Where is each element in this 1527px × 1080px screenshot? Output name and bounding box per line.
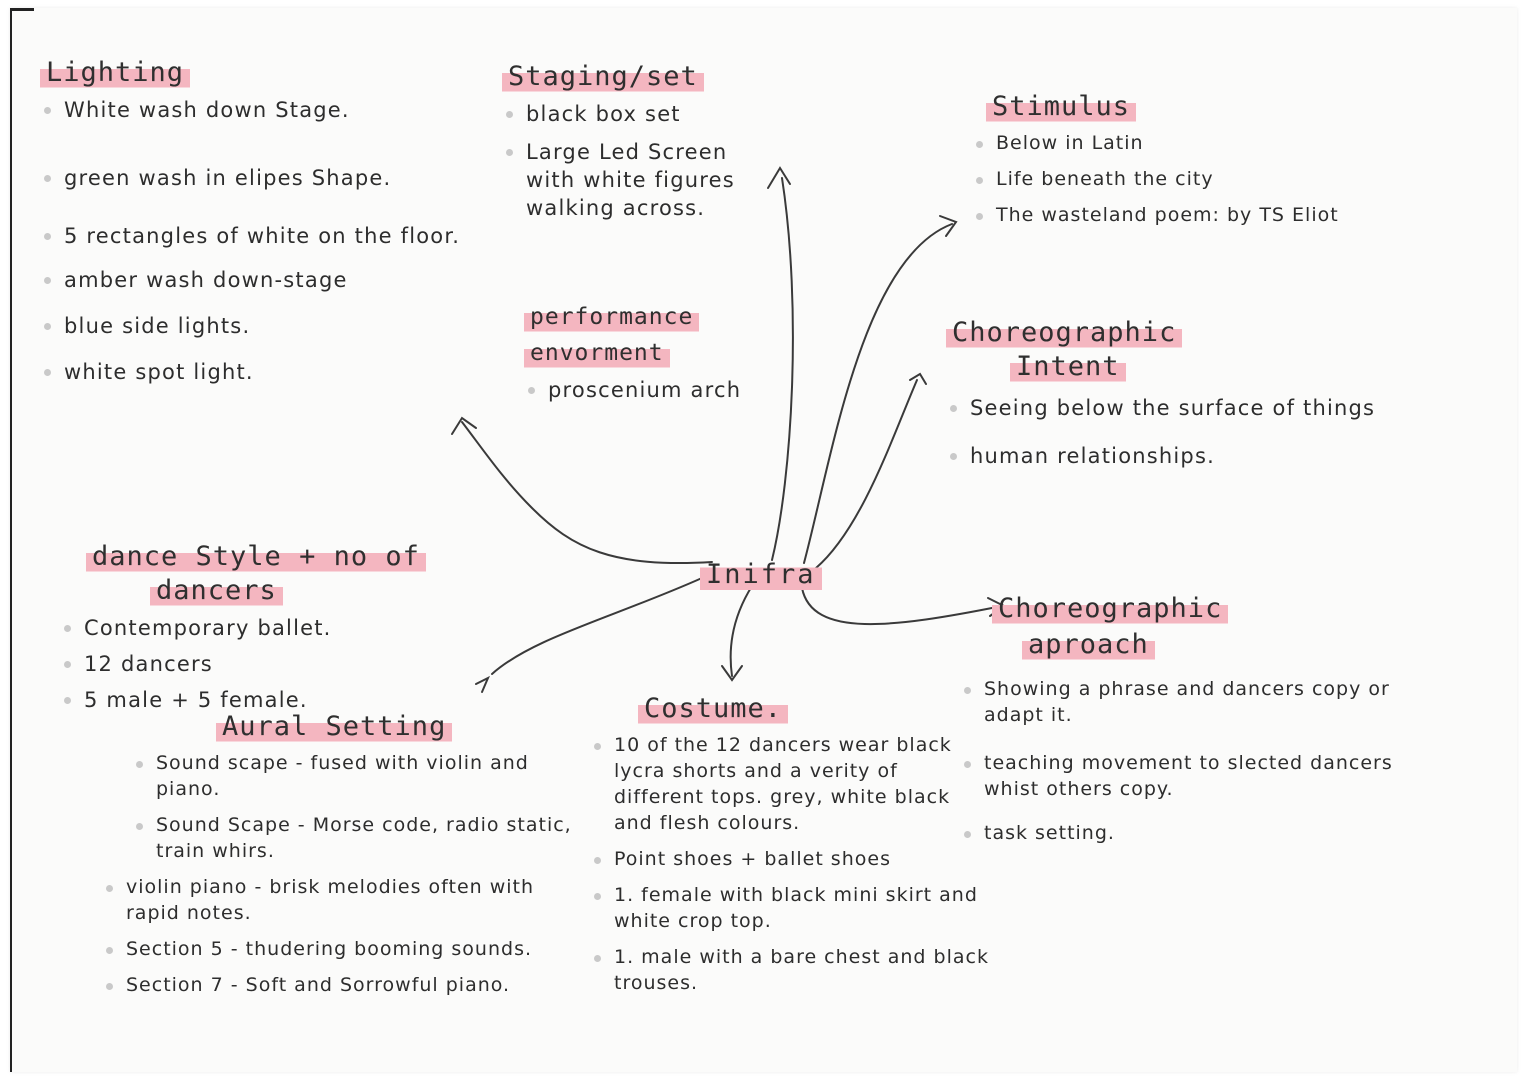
lighting-list: White wash down Stage. green wash in eli… — [40, 96, 490, 386]
costume-list: 10 of the 12 dancers wear black lycra sh… — [590, 732, 990, 996]
arrowhead-staging — [767, 166, 791, 189]
center-node: Inifra — [700, 556, 822, 594]
list-item: 5 rectangles of white on the floor. — [40, 222, 490, 250]
approach-list: Showing a phrase and dancers copy or ada… — [960, 676, 1430, 846]
dance-style-heading-line2: dancers — [150, 574, 283, 608]
mind-map-arrows — [451, 166, 1006, 693]
intent-heading: Choreographic — [946, 316, 1183, 350]
arrowhead-dance-style — [475, 675, 490, 693]
dance-style-list: Contemporary ballet. 12 dancers 5 male +… — [60, 614, 486, 714]
lighting-section: Lighting White wash down Stage. green wa… — [40, 56, 490, 402]
arrowhead-intent — [909, 372, 927, 385]
dance-style-section: dance Style + no of dancers Contemporary… — [64, 540, 486, 722]
approach-heading-line2: aproach — [1022, 628, 1155, 662]
list-item: Sound Scape - Morse code, radio static, … — [132, 812, 582, 864]
list-item: Life beneath the city — [972, 166, 1412, 192]
list-item: Showing a phrase and dancers copy or ada… — [960, 676, 1430, 728]
intent-heading-line2: Intent — [1010, 350, 1126, 384]
arrow-to-dance-style — [491, 577, 703, 675]
list-item: Section 5 - thudering booming sounds. — [102, 936, 582, 962]
performance-section: performance envorment proscenium arch — [524, 300, 794, 420]
arrow-to-stimulus — [803, 223, 953, 564]
list-item: Below in Latin — [972, 130, 1412, 156]
costume-heading: Costume. — [638, 692, 789, 726]
dance-style-heading: dance Style + no of — [86, 540, 426, 574]
aural-section: Aural Setting Sound scape - fused with v… — [102, 710, 582, 1008]
intent-list: Seeing below the surface of things human… — [946, 394, 1416, 470]
performance-list: proscenium arch — [524, 376, 794, 404]
list-item: proscenium arch — [524, 376, 794, 404]
list-item: blue side lights. — [40, 312, 490, 340]
staging-section: Staging/set black box set Large Led Scre… — [502, 60, 772, 238]
list-item: 5 male + 5 female. — [60, 686, 486, 714]
costume-section: Costume. 10 of the 12 dancers wear black… — [590, 692, 990, 1006]
aural-list: Sound scape - fused with violin and pian… — [102, 750, 582, 998]
arrow-to-lighting — [461, 421, 713, 565]
arrowhead-stimulus — [939, 215, 958, 237]
lighting-heading: Lighting — [40, 56, 191, 90]
list-item: white spot light. — [40, 358, 490, 386]
list-item: amber wash down-stage — [40, 266, 490, 294]
list-item: task setting. — [960, 820, 1430, 846]
list-item: Section 7 - Soft and Sorrowful piano. — [102, 972, 582, 998]
list-item: human relationships. — [946, 442, 1416, 470]
approach-heading: Choreographic — [992, 592, 1229, 626]
list-item: teaching movement to slected dancers whi… — [960, 750, 1430, 802]
page-corner-mark — [12, 8, 34, 11]
list-item: Point shoes + ballet shoes — [590, 846, 990, 872]
stimulus-section: Stimulus Below in Latin Life beneath the… — [972, 90, 1412, 238]
arrow-to-intent — [815, 379, 918, 569]
staging-list: black box set Large Led Screen with whit… — [502, 100, 772, 222]
arrow-to-staging — [771, 177, 794, 561]
staging-heading: Staging/set — [502, 60, 704, 94]
performance-heading: performance — [524, 300, 700, 334]
stimulus-heading: Stimulus — [986, 90, 1137, 124]
list-item: violin piano - brisk melodies often with… — [102, 874, 582, 926]
list-item: Large Led Screen with white figures walk… — [502, 138, 772, 222]
list-item: 12 dancers — [60, 650, 486, 678]
notes-page: Lighting White wash down Stage. green wa… — [10, 8, 1517, 1072]
aural-heading: Aural Setting — [216, 710, 453, 744]
list-item: 10 of the 12 dancers wear black lycra sh… — [590, 732, 990, 836]
list-item: black box set — [502, 100, 772, 128]
list-item: Sound scape - fused with violin and pian… — [132, 750, 582, 802]
list-item: Contemporary ballet. — [60, 614, 486, 642]
list-item: White wash down Stage. — [40, 96, 490, 124]
list-item: Seeing below the surface of things — [946, 394, 1416, 422]
arrowhead-costume — [721, 665, 743, 682]
arrow-to-costume — [729, 585, 753, 677]
list-item: 1. female with black mini skirt and whit… — [590, 882, 990, 934]
list-item: 1. male with a bare chest and black trou… — [590, 944, 990, 996]
arrow-to-approach — [801, 587, 1003, 625]
arrowhead-lighting — [451, 416, 477, 435]
list-item: The wasteland poem: by TS Eliot — [972, 202, 1412, 228]
performance-heading-line2: envorment — [524, 336, 670, 370]
approach-section: Choreographic aproach Showing a phrase a… — [960, 592, 1430, 856]
stimulus-list: Below in Latin Life beneath the city The… — [972, 130, 1412, 228]
intent-section: Choreographic Intent Seeing below the su… — [946, 316, 1416, 486]
list-item: green wash in elipes Shape. — [40, 164, 490, 192]
